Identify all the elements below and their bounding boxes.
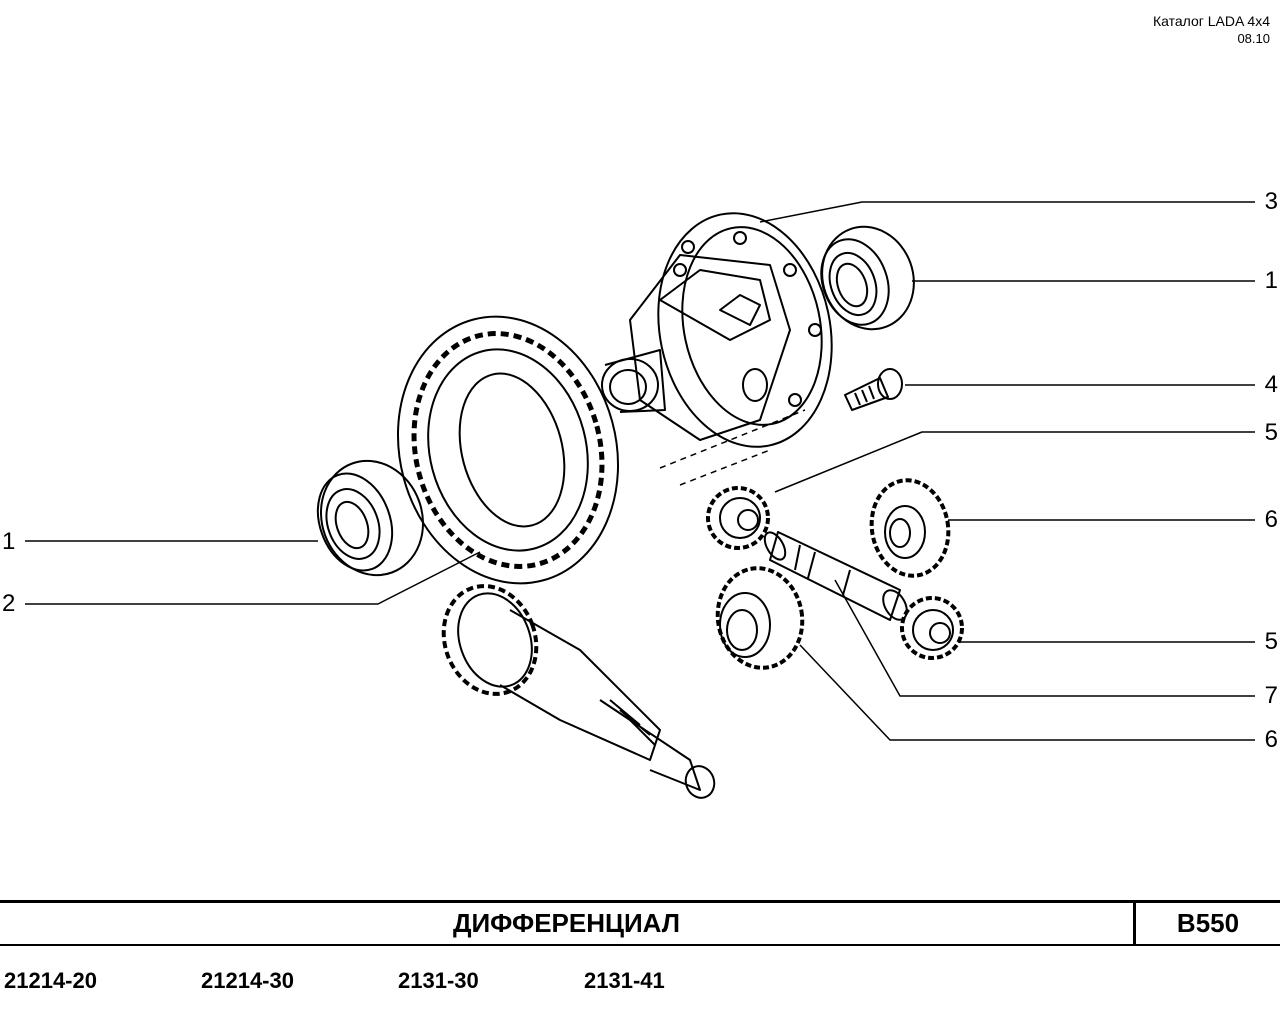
model-code: 21214-20 (4, 968, 97, 993)
footer-middle-rule (0, 944, 1280, 946)
callout-6-top: 6 (1264, 506, 1278, 533)
section-code: B550 (1176, 908, 1240, 938)
callout-1-left: 1 (2, 528, 16, 555)
callout-1-right: 1 (1264, 267, 1278, 294)
catalog-title: Каталог LADA 4x4 (1152, 13, 1270, 29)
leader-lines (25, 201, 1255, 741)
model-code: 21214-30 (201, 968, 294, 993)
callout-5-top: 5 (1264, 419, 1278, 446)
bearing-left (316, 459, 425, 577)
callout-5-bottom: 5 (1264, 628, 1278, 655)
side-gear-left (715, 566, 805, 670)
side-gear-right (869, 478, 951, 578)
drive-pinion (441, 584, 716, 799)
callout-7: 7 (1264, 682, 1278, 709)
catalog-header: Каталог LADA 4x4 08.10 (1153, 12, 1270, 48)
footer-divider (1133, 900, 1136, 946)
satellite-gear-top (706, 486, 770, 550)
satellite-gear-bottom (900, 596, 964, 660)
model-code: 2131-41 (584, 968, 665, 993)
callout-6-bottom: 6 (1264, 726, 1278, 753)
model-code: 2131-30 (398, 968, 479, 993)
bolt (844, 368, 903, 411)
page-title: ДИФФЕРЕНЦИАЛ (452, 908, 681, 938)
satellite-shaft (763, 531, 908, 621)
differential-case (601, 212, 833, 448)
footer-top-rule (0, 900, 1280, 903)
bearing-right (820, 225, 915, 331)
exploded-parts-drawing (25, 201, 1255, 799)
callout-4: 4 (1264, 371, 1278, 398)
catalog-date: 08.10 (1237, 31, 1270, 46)
callout-3: 3 (1264, 188, 1278, 215)
callout-2: 2 (2, 590, 16, 617)
